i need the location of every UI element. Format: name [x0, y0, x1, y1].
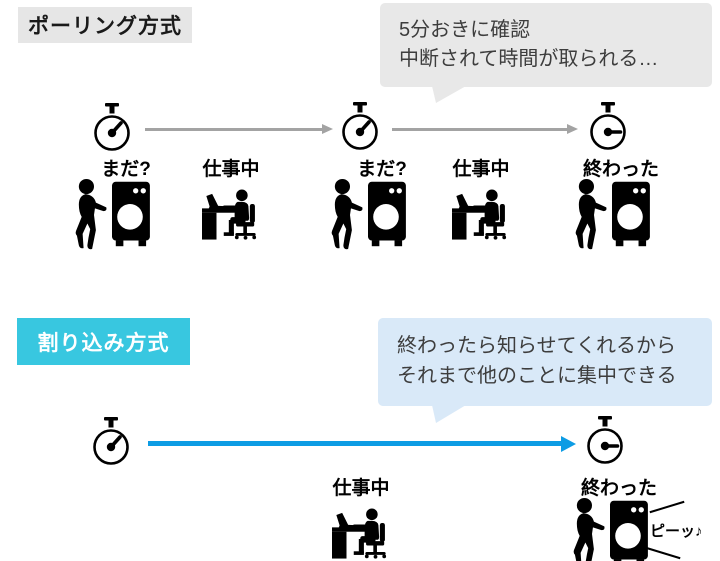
interrupt-section-title: 割り込み方式 [17, 318, 190, 365]
beep-sound-callout: ピーッ♪ [640, 494, 718, 561]
interrupt-bubble-line-1: 終わったら知らせてくれるから [397, 335, 676, 357]
interrupt-bubble-line-2: それまで他のことに集中できる [397, 365, 677, 387]
polling-speech-bubble: 5分おきに確認 中断されて時間が取られる… [380, 3, 712, 87]
actor-label: まだ? [357, 159, 407, 180]
polling-bubble-line-2: 中断されて時間が取られる… [399, 48, 659, 70]
stopwatch-running-icon [338, 102, 382, 152]
actor-done-interrupt: 終わった [562, 473, 658, 561]
actor-label: 仕事中 [332, 478, 390, 499]
timeline-arrow-head [567, 124, 578, 134]
stopwatch-done-icon [586, 102, 630, 152]
sound-line-icon [645, 546, 681, 560]
actor-label: まだ? [101, 159, 151, 180]
actor-label: 仕事中 [452, 159, 510, 180]
actor-waiting-1: まだ? [64, 154, 160, 250]
person-working-at-desk-icon [202, 180, 260, 244]
actor-label: 終わった [580, 478, 657, 499]
actor-waiting-2: まだ? [320, 154, 416, 250]
beep-label: ピーッ♪ [650, 523, 703, 540]
actor-working-2: 仕事中 [448, 154, 514, 244]
timeline-arrow [145, 128, 322, 131]
person-working-at-desk-icon [452, 180, 510, 244]
actor-label: 仕事中 [202, 159, 260, 180]
timeline-arrow [392, 128, 567, 131]
actor-label: 終わった [582, 159, 659, 180]
actor-done-polling: 終わった [564, 154, 660, 250]
interrupt-speech-bubble: 終わったら知らせてくれるから それまで他のことに集中できる [378, 318, 712, 406]
person-at-washing-machine-icon [326, 178, 410, 250]
stopwatch-running-icon [90, 103, 134, 153]
polling-bubble-line-1: 5分おきに確認 [399, 19, 531, 41]
actor-working-1: 仕事中 [198, 154, 264, 244]
sound-line-icon [649, 500, 685, 514]
person-at-washing-machine-icon [70, 178, 154, 250]
actor-working-interrupt: 仕事中 [328, 473, 394, 561]
timeline-arrow-head [322, 124, 333, 134]
stopwatch-running-icon [89, 417, 133, 467]
polling-section-title: ポーリング方式 [18, 7, 192, 43]
timeline-arrow-head-blue [561, 436, 576, 452]
speech-bubble-tail [432, 86, 466, 103]
timeline-arrow-blue [148, 441, 561, 446]
person-at-washing-machine-icon [570, 178, 654, 250]
speech-bubble-tail [432, 405, 466, 423]
person-working-at-desk-icon [332, 499, 390, 561]
stopwatch-done-icon [583, 416, 627, 466]
